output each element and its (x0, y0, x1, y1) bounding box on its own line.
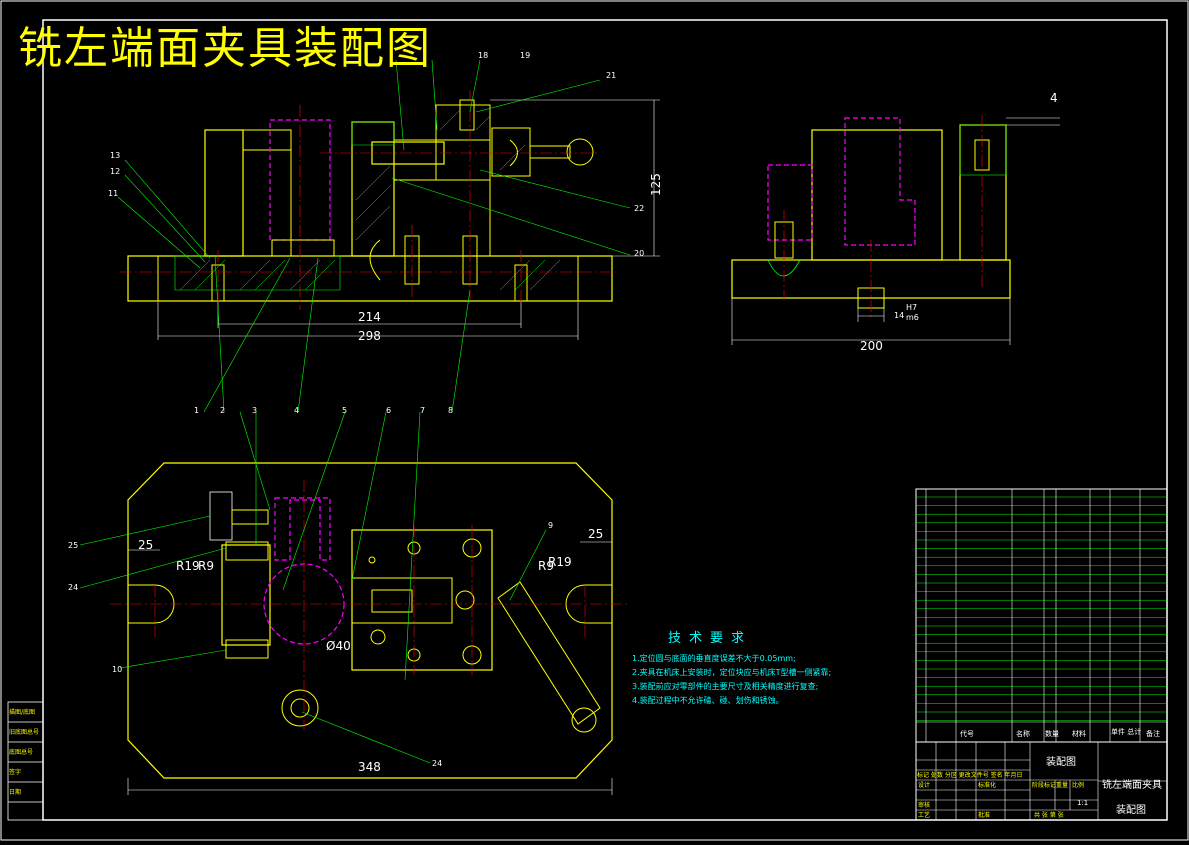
dim-14: 14 (894, 311, 904, 320)
callout-24-bottom: 24 (432, 759, 442, 768)
tech-item-1: 1.定位圆与底面的垂直度误差不大于0.05mm; (632, 654, 796, 663)
title-block-weight-label: 重量 (1056, 781, 1068, 789)
left-strip-label-4: 日期 (9, 788, 21, 796)
title-block-approve: 批准 (978, 811, 990, 819)
left-strip-label-2: 底图总号 (9, 748, 33, 756)
callout-24: 24 (68, 583, 78, 592)
dim-298: 298 (358, 329, 381, 343)
callout-18: 18 (478, 51, 488, 60)
callout-10: 10 (112, 665, 122, 674)
callout-2: 2 (220, 406, 225, 415)
dim-214: 214 (358, 310, 381, 324)
callout-22: 22 (634, 204, 644, 213)
left-strip-label-0: 描图/底图 (9, 708, 35, 716)
callout-4: 4 (294, 406, 299, 415)
dim-r9-left: R9 (198, 559, 214, 573)
title-block-drawing-type: 装配图 (1046, 755, 1076, 768)
callout-5: 5 (342, 406, 347, 415)
title-block-product-name: 铣左端面夹具 (1102, 778, 1162, 791)
title-block-scale-label: 比例 (1072, 781, 1084, 789)
tech-heading: 技术要求 (668, 631, 753, 646)
dim-4: 4 (1050, 91, 1058, 105)
callout-9: 9 (548, 521, 553, 530)
callout-3: 3 (252, 406, 257, 415)
title-block-process: 工艺 (918, 811, 930, 819)
front-view: 214 298 125 13 12 11 18 19 21 22 20 (108, 51, 663, 343)
dim-25-right: 25 (588, 527, 603, 541)
title-block-stage-label: 阶段标记 (1032, 781, 1056, 789)
tech-item-3: 3.装配前应对零部件的主要尺寸及相关精度进行复查; (632, 682, 819, 691)
dim-r19-left: R19 (176, 559, 200, 573)
callout-6: 6 (386, 406, 391, 415)
callout-13: 13 (110, 151, 120, 160)
callout-7: 7 (420, 406, 425, 415)
parts-col-material: 材料 (1072, 729, 1086, 738)
drawing-title: 铣左端面夹具装配图 (18, 23, 432, 74)
fit-h7: H7 (906, 303, 917, 312)
title-block-change-row: 标记 处数 分区 更改文件号 签名 年月日 (917, 771, 1023, 779)
callout-20: 20 (634, 249, 644, 258)
parts-col-note: 备注 (1146, 729, 1160, 738)
parts-col-weight: 单件 总计 (1111, 727, 1141, 736)
parts-col-qty: 数量 (1045, 729, 1059, 738)
fit-m6: m6 (906, 313, 919, 322)
left-strip-label-1: 旧底图总号 (9, 728, 39, 736)
title-block-drawing-type-2: 装配图 (1116, 803, 1146, 816)
callout-21: 21 (606, 71, 616, 80)
callout-25: 25 (68, 541, 78, 550)
technical-requirements: 技术要求 1.定位圆与底面的垂直度误差不大于0.05mm; 2.夹具在机床上安装… (632, 632, 831, 708)
dim-25-left: 25 (138, 538, 153, 552)
callout-19: 19 (520, 51, 530, 60)
title-block-reviewer: 审核 (918, 801, 930, 809)
dim-dia40: Ø40 (326, 639, 351, 653)
parts-col-code: 代号 (960, 729, 974, 738)
left-strip-labels: 描图/底图 旧底图总号 底图总号 签字 日期 (9, 708, 39, 796)
side-view: 200 4 14 H7 m6 (731, 91, 1060, 353)
dim-r19-right: R19 (548, 555, 572, 569)
left-strip-label-3: 签字 (9, 768, 21, 776)
left-strip-table (7, 701, 44, 821)
title-block: 装配图 铣左端面夹具 装配图 1:1 标记 处数 分区 更改文件号 签名 年月日… (915, 741, 1168, 821)
callout-8: 8 (448, 406, 453, 415)
inner-border (42, 19, 1168, 821)
dim-200: 200 (860, 339, 883, 353)
dim-348: 348 (358, 760, 381, 774)
title-block-scale: 1:1 (1077, 799, 1088, 807)
parts-list: 代号 名称 数量 材料 单件 总计 备注 (915, 488, 1168, 743)
title-block-sheet-label: 共 张 第 张 (1034, 811, 1064, 819)
parts-col-name: 名称 (1016, 729, 1030, 738)
callout-11: 11 (108, 189, 118, 198)
callout-12: 12 (110, 167, 120, 176)
callout-1: 1 (194, 406, 199, 415)
tech-item-4: 4.装配过程中不允许磕、碰、划伤和锈蚀。 (632, 696, 784, 705)
title-block-designer: 设计 (918, 781, 930, 789)
dim-r9-right: R9 (538, 559, 554, 573)
tech-item-2: 2.夹具在机床上安装时，定位块应与机床T型槽一侧紧靠; (632, 668, 832, 677)
dim-125: 125 (649, 173, 663, 196)
title-block-standardize: 标准化 (978, 781, 996, 789)
plan-view: 348 25 25 R19 R9 R19 R9 Ø40 1 2 3 4 5 6 (68, 255, 630, 795)
